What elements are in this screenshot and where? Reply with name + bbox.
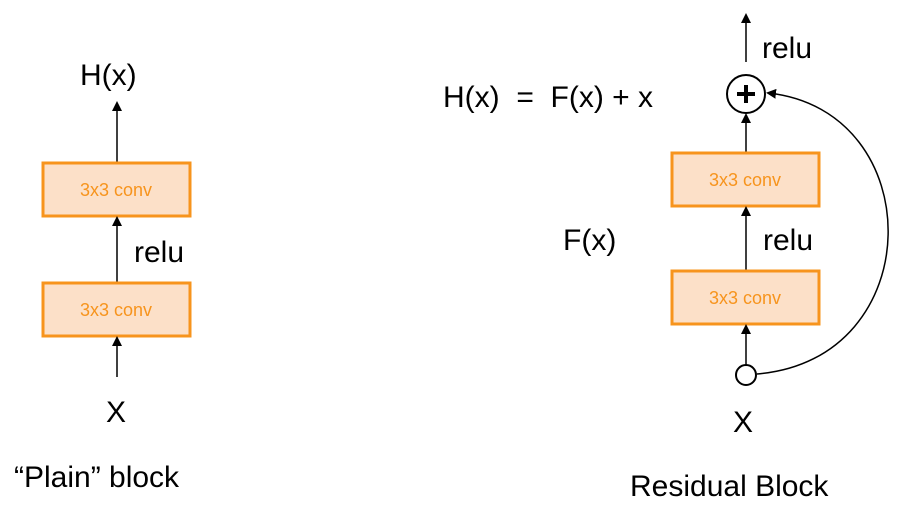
residual-relu-top: relu	[762, 32, 812, 65]
plain-output-label: H(x)	[80, 59, 137, 92]
skip-connection-arrow	[756, 88, 889, 375]
plus-icon	[737, 85, 755, 103]
residual-caption: Residual Block	[630, 470, 829, 503]
plain-conv-top-label: 3x3 conv	[80, 180, 152, 200]
residual-relu-mid: relu	[763, 224, 813, 257]
residual-equation: H(x) = F(x) + x	[443, 81, 653, 114]
residual-block: H(x) = F(x) + x relu 3x3 conv relu F(x) …	[443, 13, 889, 503]
residual-conv-top-label: 3x3 conv	[709, 170, 781, 190]
plain-input-label: X	[106, 396, 126, 429]
residual-conv-bottom	[670, 269, 821, 326]
plain-conv-bottom	[41, 281, 192, 338]
plain-block: H(x) 3x3 conv relu 3x3 conv X “Plain” bl…	[14, 59, 192, 494]
residual-conv-bottom-label: 3x3 conv	[709, 288, 781, 308]
plain-relu-label: relu	[134, 236, 184, 269]
plain-conv-bottom-label: 3x3 conv	[80, 300, 152, 320]
input-node	[735, 364, 757, 386]
residual-input-label: X	[733, 406, 753, 439]
residual-fx-label: F(x)	[563, 224, 616, 257]
plain-caption: “Plain” block	[14, 461, 180, 494]
